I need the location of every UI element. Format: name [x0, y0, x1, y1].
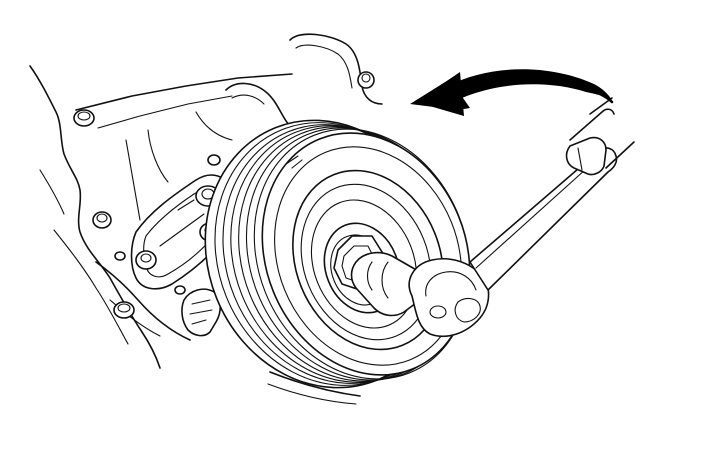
block-bolt-icon	[207, 154, 221, 166]
crankshaft-pulley-icon	[204, 119, 471, 389]
ratchet-wrench-icon	[350, 97, 635, 338]
block-bolt-icon	[357, 71, 375, 89]
block-bolt-icon	[114, 251, 126, 261]
block-bolt-icon	[92, 211, 112, 229]
block-bolt-icon	[73, 109, 95, 127]
sensor-connector-icon	[181, 288, 222, 337]
block-bolt-icon	[113, 301, 135, 319]
engine-block-icon	[29, 33, 383, 405]
block-bolt-icon	[174, 285, 186, 295]
rotation-arrow-icon	[410, 69, 614, 116]
